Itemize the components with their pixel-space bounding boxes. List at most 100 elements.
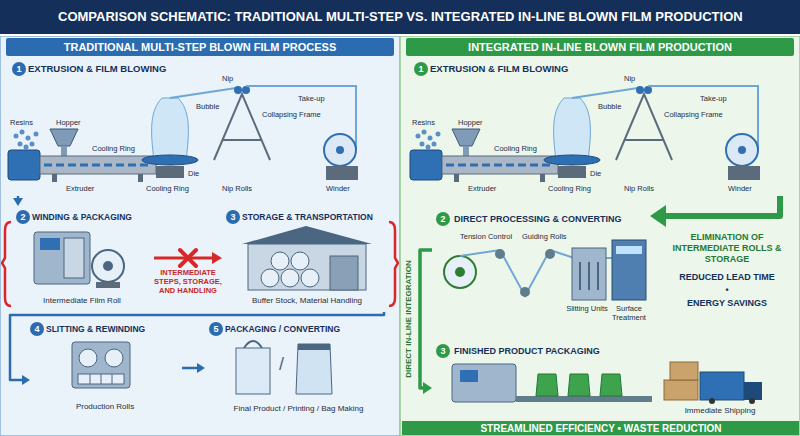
benefit-note: REDUCED LEAD TIME xyxy=(660,272,794,283)
converting-line xyxy=(597,262,599,290)
part-label: Tension Control xyxy=(460,232,512,241)
converting-line xyxy=(588,262,590,290)
part-label: Bubble xyxy=(598,102,621,111)
callout-number: 3 xyxy=(226,210,240,224)
bracket xyxy=(389,222,398,306)
packaging-line xyxy=(452,362,762,404)
converting-line xyxy=(612,240,646,300)
part-label: Extruder xyxy=(468,184,496,193)
footer-band xyxy=(402,421,800,436)
title-banner xyxy=(0,0,800,34)
panel-ground xyxy=(400,36,800,436)
arrow-head xyxy=(212,252,222,264)
bullet: • xyxy=(660,285,794,296)
vertical-note: DIRECT IN-LINE INTEGRATION xyxy=(404,260,414,378)
packaging-line xyxy=(600,374,622,396)
part-label: Cooling Ring xyxy=(146,184,189,193)
flow-arrow xyxy=(420,250,432,394)
process-step: 3FINISHED PRODUCT PACKAGINGImmediate Shi… xyxy=(432,340,796,418)
part-label: Collapsing Frame xyxy=(664,110,723,119)
process-step: 3STORAGE & TRANSPORTATION Buffer Stock, M… xyxy=(222,206,394,312)
step-caption: Final Product / Printing / Bag Making xyxy=(205,404,392,414)
warehouse xyxy=(330,256,358,290)
warehouse xyxy=(261,269,279,287)
step-heading: DIRECT PROCESSING & CONVERTING xyxy=(454,213,622,225)
arrow-head xyxy=(650,205,666,227)
arrow-head xyxy=(197,363,205,373)
part-label: Guiding Rolls xyxy=(522,232,567,241)
part-label: Nip Rolls xyxy=(222,184,252,193)
packaging-line xyxy=(749,398,755,404)
slitter-rewinder xyxy=(72,342,130,388)
connector-line xyxy=(420,250,432,388)
converting-line xyxy=(579,262,581,290)
winding-machine xyxy=(64,238,84,278)
converting-line xyxy=(444,240,646,300)
part-label: Surface Treatment xyxy=(608,304,650,322)
part-label: Resins xyxy=(10,118,33,127)
slitter-rewinder xyxy=(90,374,91,384)
step-caption: Intermediate Film Roll xyxy=(12,296,152,306)
process-panel: TRADITIONAL MULTI-STEP BLOWN FILM PROCES… xyxy=(0,36,400,436)
callout-number: 4 xyxy=(30,322,44,336)
packaging-line xyxy=(664,380,698,400)
converting-line xyxy=(455,267,465,277)
arrow-head xyxy=(13,198,23,206)
step-caption: Production Rolls xyxy=(30,402,180,412)
packaging-line xyxy=(516,396,652,402)
step-heading: STORAGE & TRANSPORTATION xyxy=(242,211,373,223)
warehouse xyxy=(271,252,289,270)
bags xyxy=(298,344,330,350)
edge-label: INTERMEDIATE STEPS, STORAGE, AND HANDLIN… xyxy=(148,268,228,295)
connector-line xyxy=(182,367,199,370)
flow-arrow xyxy=(182,363,205,373)
part-label: Slitting Units xyxy=(566,304,608,313)
slitter-rewinder xyxy=(79,349,97,367)
part-label: Cooling Ring xyxy=(548,184,591,193)
slitter-rewinder xyxy=(101,374,102,384)
process-step: 1EXTRUSION & FILM BLOWING xyxy=(6,58,394,196)
bags xyxy=(236,341,332,394)
benefit-note: ELIMINATION OF INTERMEDIATE ROLLS & STOR… xyxy=(660,232,794,265)
packaging-line xyxy=(452,364,516,402)
flow-arrow xyxy=(13,196,23,206)
winding-machine xyxy=(92,250,124,282)
process-step: 2WINDING & PACKAGINGIntermediate Film Ro… xyxy=(12,206,154,312)
bags xyxy=(296,344,332,394)
step-heading: EXTRUSION & FILM BLOWING xyxy=(28,63,166,75)
converting-line xyxy=(520,287,530,297)
step-heading: PACKAGING / CONVERTING xyxy=(225,323,340,335)
converting-line xyxy=(572,248,606,300)
converting-line xyxy=(616,246,642,254)
packaging-line xyxy=(460,370,478,382)
panel-divider xyxy=(399,36,401,436)
flow-arrow xyxy=(650,196,780,227)
separator: / xyxy=(279,354,284,374)
packaging-line xyxy=(700,372,744,400)
process-step: 1EXTRUSION & FILM BLOWING xyxy=(408,58,796,196)
step-caption: Immediate Shipping xyxy=(660,406,780,416)
step-caption: Buffer Stock, Material Handling xyxy=(222,296,392,306)
warehouse xyxy=(242,226,372,244)
benefit-note: ENERGY SAVINGS xyxy=(660,298,794,309)
winding-machine xyxy=(34,232,90,284)
blown-film-line xyxy=(8,86,358,182)
winding-machine xyxy=(34,232,124,288)
winding-machine xyxy=(103,261,113,271)
panel-header: TRADITIONAL MULTI-STEP BLOWN FILM PROCES… xyxy=(6,38,394,56)
bags xyxy=(236,348,270,394)
warehouse xyxy=(281,269,299,287)
part-label: Bubble xyxy=(196,102,219,111)
part-label: Winder xyxy=(728,184,752,193)
bracket xyxy=(2,222,11,306)
callout-number: 3 xyxy=(436,344,450,358)
panel-header: INTEGRATED IN-LINE BLOWN FILM PRODUCTION xyxy=(406,38,794,56)
converting-line xyxy=(444,256,476,288)
part-label: Cooling Ring xyxy=(494,144,537,153)
slitter-rewinder xyxy=(105,349,123,367)
part-label: Die xyxy=(590,169,601,178)
part-label: Hopper xyxy=(458,118,483,127)
callout-number: 2 xyxy=(436,212,450,226)
panel-ground xyxy=(0,36,400,436)
flow-arrow xyxy=(154,252,222,264)
